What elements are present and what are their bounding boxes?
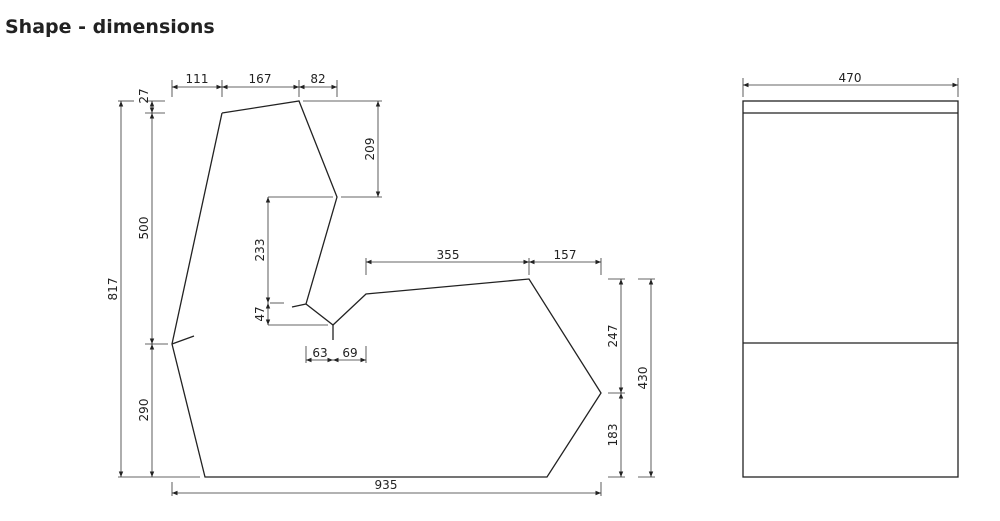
front-outline bbox=[742, 100, 959, 478]
dim-label: 82 bbox=[310, 72, 325, 86]
dim-label: 209 bbox=[363, 138, 377, 161]
page-title: Shape - dimensions bbox=[5, 16, 215, 38]
left-height-dimensions: 817 27 500 290 bbox=[106, 88, 200, 478]
dim-label: 27 bbox=[137, 88, 151, 103]
bottom-width-dimension: 935 bbox=[171, 478, 602, 496]
dim-label: 69 bbox=[342, 346, 357, 360]
plan-view bbox=[171, 100, 602, 478]
front-view: 470 bbox=[742, 71, 959, 478]
corner-mark bbox=[171, 335, 195, 345]
top-width-dimensions: 111 167 82 bbox=[171, 72, 338, 97]
notch-dimensions: 209 233 47 63 69 bbox=[253, 100, 382, 363]
dim-label: 355 bbox=[437, 248, 460, 262]
dim-label: 47 bbox=[253, 306, 267, 321]
dim-label: 290 bbox=[137, 399, 151, 422]
dim-label: 430 bbox=[636, 367, 650, 390]
dim-label: 247 bbox=[606, 325, 620, 348]
counter-outline bbox=[171, 100, 602, 478]
dim-label: 470 bbox=[839, 71, 862, 85]
dim-label: 157 bbox=[554, 248, 577, 262]
corner-mark bbox=[291, 303, 307, 308]
right-dimensions: 355 157 247 183 430 bbox=[365, 248, 655, 478]
dim-label: 500 bbox=[137, 217, 151, 240]
dim-label: 63 bbox=[312, 346, 327, 360]
dim-label: 233 bbox=[253, 239, 267, 262]
dim-label: 167 bbox=[249, 72, 272, 86]
dim-label: 183 bbox=[606, 424, 620, 447]
dim-label: 111 bbox=[186, 72, 209, 86]
dim-label: 817 bbox=[106, 278, 120, 301]
dim-label: 935 bbox=[375, 478, 398, 492]
